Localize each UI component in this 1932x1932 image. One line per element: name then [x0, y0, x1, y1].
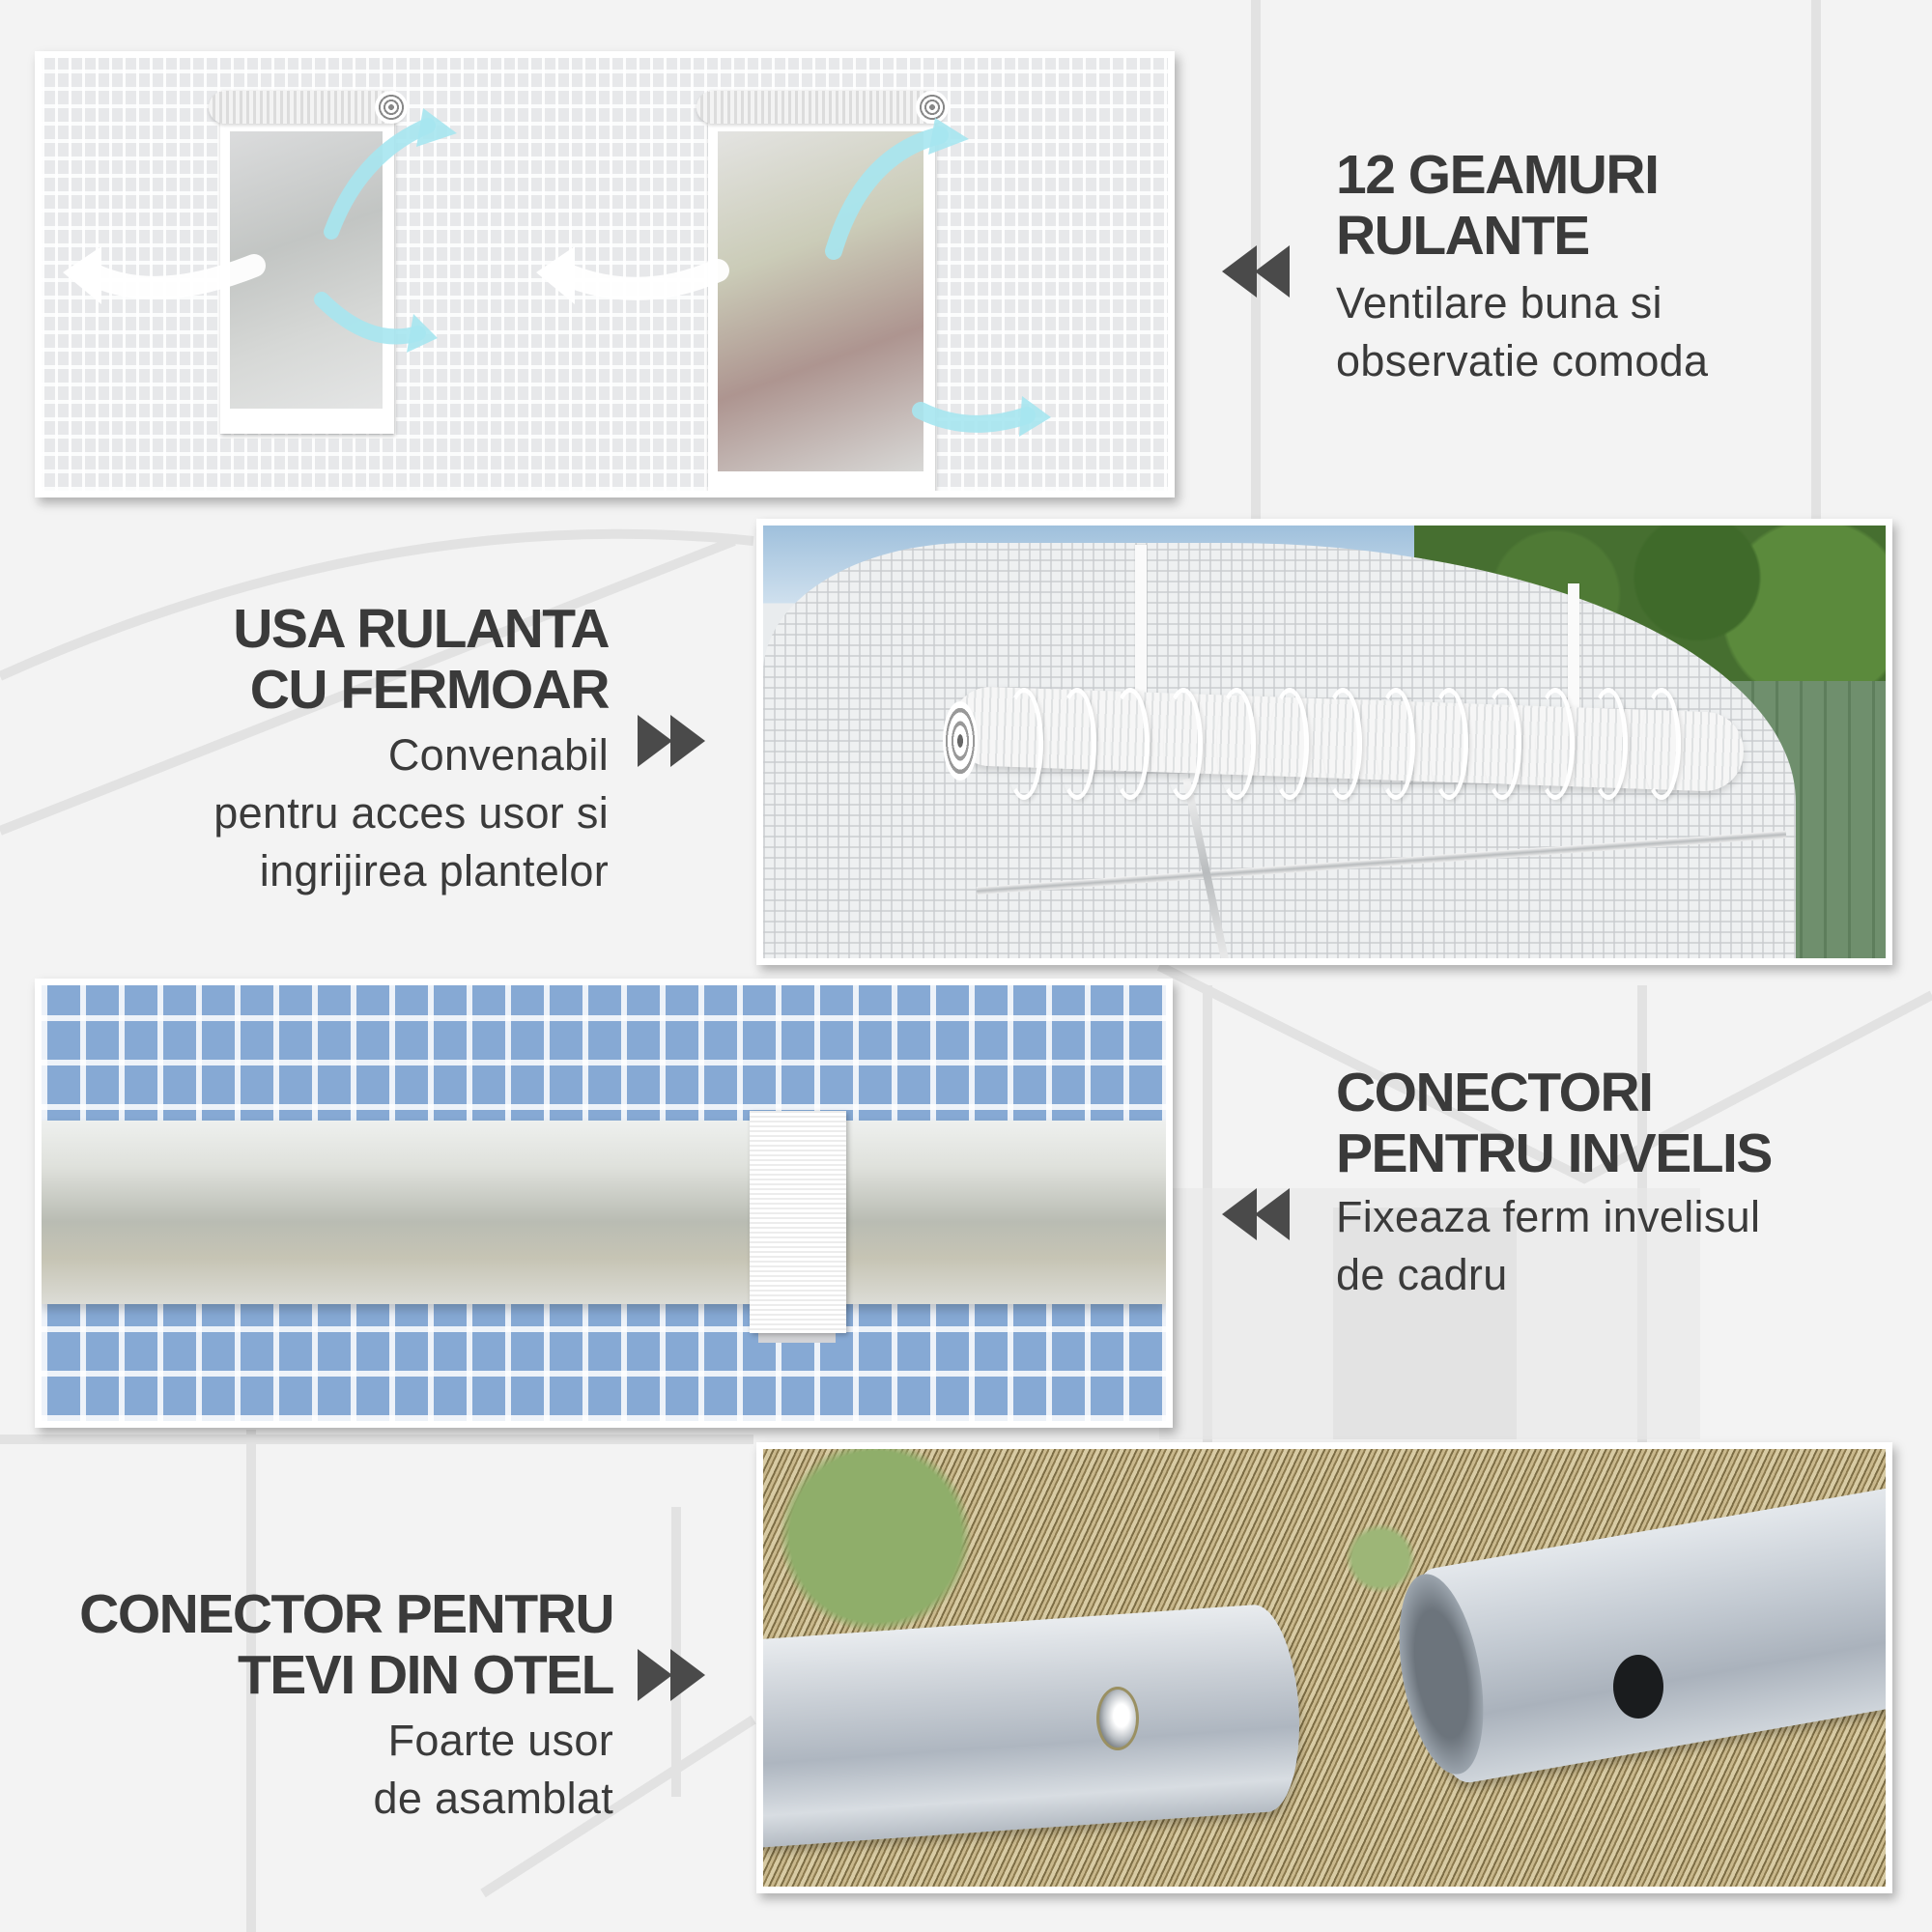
title-line: TEVI DIN OTEL — [237, 1644, 615, 1706]
double-arrow-left-icon — [1222, 245, 1292, 298]
window-mesh — [718, 131, 923, 471]
velcro-cover-connector-photo-frame — [35, 979, 1173, 1428]
door-strap — [1135, 545, 1147, 719]
steel-pipe-connector-photo-frame — [756, 1442, 1892, 1893]
roll-motion-ring — [1589, 688, 1628, 800]
roll-up-door-photo — [763, 526, 1886, 958]
roll-motion-ring — [1642, 688, 1681, 800]
roll-up-windows-photo-frame — [35, 51, 1175, 497]
window-roll — [209, 91, 406, 124]
velcro-strap — [750, 1111, 846, 1333]
desc-line: de asamblat — [373, 1774, 613, 1823]
feature-windows: 12 GEAMURI RULANTE Ventilare buna si obs… — [1336, 145, 1708, 390]
window-roll-end — [916, 91, 949, 124]
feature-description: Foarte usor de asamblat — [0, 1712, 613, 1828]
roll-up-door-photo-frame — [756, 519, 1892, 965]
roll-motion-ring — [1483, 688, 1521, 800]
desc-line: pentru acces usor si — [213, 788, 609, 838]
feature-description: Ventilare buna si observatie comoda — [1336, 274, 1708, 390]
title-line: PENTRU INVELIS — [1336, 1122, 1773, 1184]
airflow-arrows-icon — [63, 108, 1051, 437]
feature-description: Convenabil pentru acces usor si ingrijir… — [0, 726, 609, 900]
desc-line: ingrijirea plantelor — [259, 846, 609, 895]
roll-motion-ring — [1536, 688, 1575, 800]
roll-motion-ring — [1164, 688, 1203, 800]
double-arrow-left-icon — [1222, 1188, 1292, 1240]
roll-motion-ring — [1111, 688, 1150, 800]
feature-description: Fixeaza ferm invelisul de cadru — [1336, 1188, 1772, 1304]
steel-tube-male — [763, 1602, 1306, 1848]
desc-line: Foarte usor — [387, 1716, 613, 1765]
frame-tube-covered — [42, 1121, 1166, 1304]
roll-motion-ring — [1377, 688, 1415, 800]
feature-title: USA RULANTA CU FERMOAR — [0, 598, 611, 721]
desc-line: Convenabil — [387, 730, 609, 780]
feature-title: CONECTOR PENTRU TEVI DIN OTEL — [0, 1583, 615, 1706]
roll-motion-ring — [1058, 688, 1096, 800]
feature-cover-connectors: CONECTORI PENTRU INVELIS Fixeaza ferm in… — [1336, 1062, 1773, 1304]
roll-motion-ring — [1430, 688, 1468, 800]
roll-motion-ring — [1217, 688, 1256, 800]
double-arrow-right-icon — [638, 715, 707, 767]
title-line: USA RULANTA — [233, 598, 610, 660]
title-line: CONECTOR PENTRU — [79, 1583, 614, 1645]
window-roll — [696, 91, 947, 124]
desc-line: observatie comoda — [1336, 336, 1709, 385]
spring-button-pin — [1096, 1687, 1139, 1750]
title-line: 12 GEAMURI — [1336, 144, 1660, 206]
feature-steel-pipe-connector: CONECTOR PENTRU TEVI DIN OTEL Foarte uso… — [0, 1583, 615, 1828]
roll-motion-ring — [1323, 688, 1362, 800]
desc-line: Ventilare buna si — [1336, 278, 1662, 327]
pin-hole — [1613, 1655, 1663, 1719]
roll-motion-ring — [1005, 688, 1043, 800]
window-roll-end — [375, 91, 408, 124]
title-line: CU FERMOAR — [249, 659, 611, 721]
window-right — [696, 91, 949, 491]
double-arrow-right-icon — [638, 1649, 707, 1701]
desc-line: de cadru — [1336, 1250, 1508, 1299]
roll-motion-ring — [1270, 688, 1309, 800]
feature-door: USA RULANTA CU FERMOAR Convenabil pentru… — [0, 598, 611, 900]
rolled-door-end — [943, 701, 978, 781]
title-line: RULANTE — [1336, 205, 1590, 267]
feature-title: CONECTORI PENTRU INVELIS — [1336, 1062, 1773, 1184]
feature-title: 12 GEAMURI RULANTE — [1336, 145, 1708, 267]
roll-up-windows-photo — [42, 58, 1168, 491]
title-line: CONECTORI — [1336, 1062, 1654, 1123]
velcro-cover-connector-photo — [42, 985, 1166, 1421]
steel-pipe-connector-photo — [763, 1449, 1886, 1887]
desc-line: Fixeaza ferm invelisul — [1336, 1192, 1761, 1241]
